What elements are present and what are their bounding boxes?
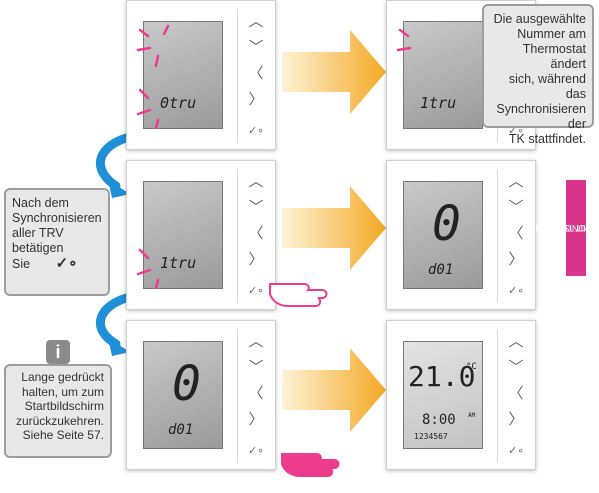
right-button[interactable]: 〉 [248,90,264,108]
confirm-button[interactable]: ✓∘ [247,284,265,297]
blink-indicator [136,248,160,290]
lcd-bottom-text: 1tru [160,254,197,272]
info-icon: i [46,340,70,364]
lcd-main-text: 0 [172,356,201,412]
thermostat-screen: 0 d01 [403,181,483,289]
left-button[interactable]: 〈 [248,384,264,402]
right-button[interactable]: 〉 [248,250,264,268]
curved-arrow-2 [96,293,131,349]
lcd-bottom-text: 1tru [420,94,457,112]
up-button[interactable]: ︿ [248,332,264,350]
up-button[interactable]: ︿ [508,332,524,350]
thermostat-screen: 0tru [136,21,223,130]
confirm-button[interactable]: ✓∘ [507,284,525,297]
up-button[interactable]: ︿ [248,12,264,30]
confirm-button[interactable]: ✓∘ [247,444,265,457]
thermostat-screen: 1tru [396,21,483,129]
confirm-button[interactable]: ✓∘ [247,124,265,137]
thermostat-screen: 1tru [136,181,223,290]
thermostat-screen: 21.0 °C 8:00 AM 1234567 [403,341,483,449]
lcd-time: 8:00 [422,412,456,428]
thermostat-1: 0tru ︿ ﹀ 〈 〉 ✓∘ [126,0,276,150]
down-button[interactable]: ﹀ [248,38,264,56]
arrow-right-2 [282,186,386,270]
lcd-unit: °C [466,362,477,372]
lcd-ampm: AM [468,412,476,419]
lcd-bottom-text: d01 [428,262,454,278]
hand-filled-icon [281,453,340,477]
right-button[interactable]: 〉 [508,250,524,268]
left-button[interactable]: 〈 [248,224,264,242]
right-button[interactable]: 〉 [508,410,524,428]
down-button[interactable]: ﹀ [248,198,264,216]
lcd-bottom-text: 0tru [160,94,197,112]
arrow-right-1 [282,30,386,114]
hand-outline-icon [269,283,328,307]
down-button[interactable]: ﹀ [508,358,524,376]
arrow-right-3 [282,348,386,432]
thermostat-6: 21.0 °C 8:00 AM 1234567 ︿ ﹀ 〈 〉 ✓∘ [386,320,536,470]
left-button[interactable]: 〈 [508,224,524,242]
blink-indicator [136,24,170,68]
thermostat-5: 0 d01 ︿ ﹀ 〈 〉 ✓∘ [126,320,276,470]
left-button[interactable]: 〈 [508,384,524,402]
right-button[interactable]: 〉 [248,410,264,428]
blink-indicator [396,28,412,52]
confirm-icon: ✓∘ [55,255,78,272]
lcd-temperature: 21.0 [408,360,476,393]
left-button[interactable]: 〈 [248,64,264,82]
up-button[interactable]: ︿ [248,172,264,190]
down-button[interactable]: ﹀ [508,198,524,216]
thermostat-4: 0 d01 ︿ ﹀ 〈 〉 ✓∘ [386,160,536,310]
thermostat-screen: 0 d01 [143,341,223,449]
thermostat-3: 1tru ︿ ﹀ 〈 〉 ✓∘ [126,160,276,310]
down-button[interactable]: ﹀ [248,358,264,376]
confirm-button[interactable]: ✓∘ [507,444,525,457]
section-tab: SYNCHRONISIERUNGMIT TK [528,180,599,276]
blink-indicator [136,88,160,130]
lcd-days: 1234567 [414,432,448,441]
curved-arrow-1 [96,133,131,191]
up-button[interactable]: ︿ [508,172,524,190]
lcd-bottom-text: d01 [168,422,194,438]
lcd-main-text: 0 [432,196,461,252]
